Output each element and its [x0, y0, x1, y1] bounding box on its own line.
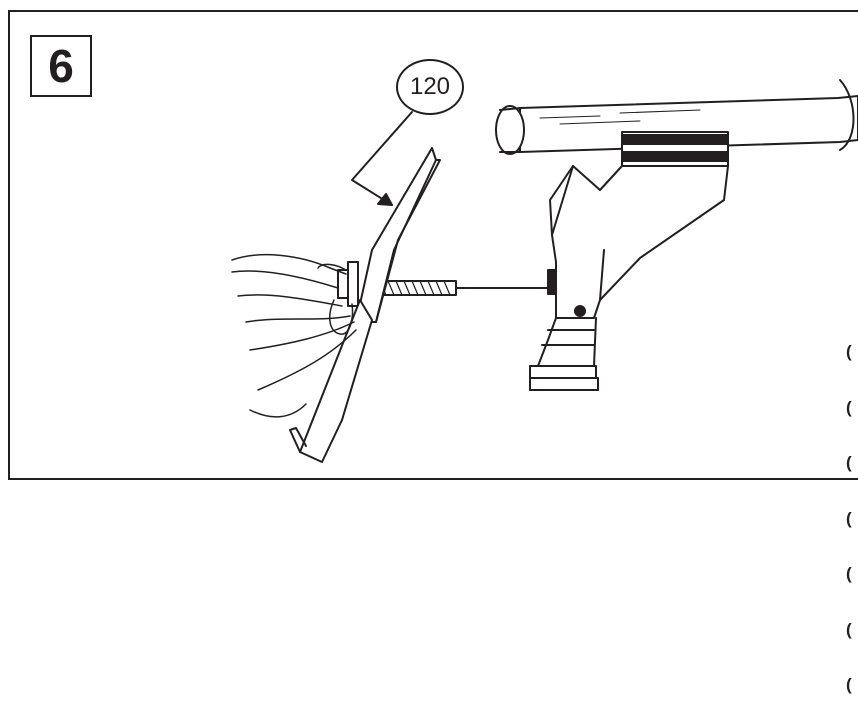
- assembly-illustration: [231, 79, 858, 463]
- side-text-line: (: [846, 397, 852, 417]
- callout-leader-arrow: [351, 111, 413, 206]
- step-number-box: 6: [30, 35, 92, 97]
- side-text-line: (: [846, 342, 852, 361]
- clamp-key-tool: [289, 147, 441, 463]
- side-text-line: (: [846, 453, 852, 472]
- side-text-line: (: [846, 619, 852, 639]
- part-callout-bubble: 120: [396, 59, 464, 115]
- roof-bar: [495, 79, 858, 155]
- side-text-line: (: [846, 564, 852, 583]
- side-text-line: (: [846, 508, 852, 528]
- side-text-line: (: [846, 675, 852, 694]
- step-number: 6: [48, 40, 74, 92]
- part-number-label: 120: [409, 73, 451, 100]
- cropped-side-text: ( ( ( ( ( ( (: [846, 306, 858, 713]
- hand-illustration: [231, 253, 357, 418]
- threaded-bolt: [337, 261, 457, 307]
- foot-bracket: [529, 131, 729, 391]
